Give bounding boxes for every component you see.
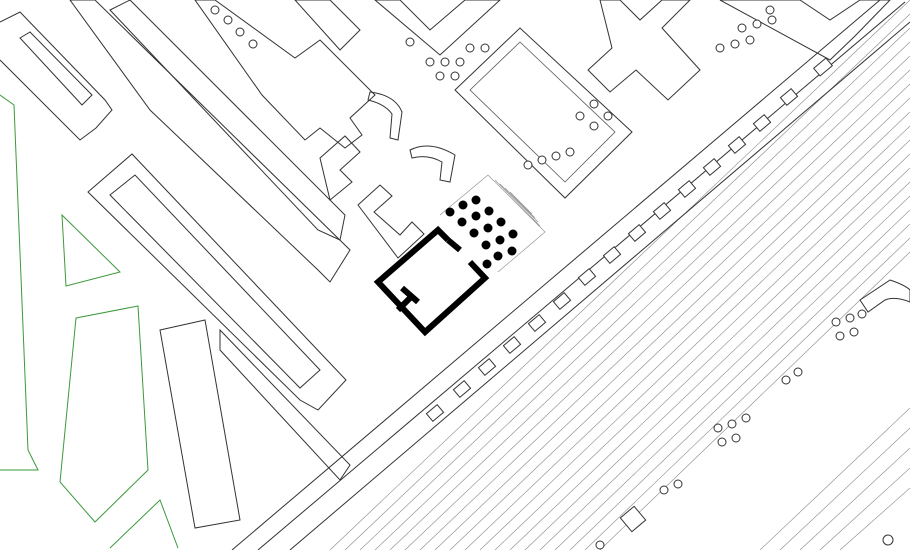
river-bridge-end [859, 279, 910, 313]
green-plot-bottom [109, 499, 179, 549]
temple-plan [373, 225, 490, 337]
colonnade [445, 195, 518, 269]
green-plot-mid [59, 305, 149, 523]
block-upper-complex [194, 0, 376, 149]
block-top-right-a [374, 0, 501, 56]
green-areas [0, 94, 179, 549]
block-grid-inner [109, 174, 321, 389]
river-structures [619, 279, 910, 533]
temple-pronaos [446, 237, 462, 253]
open-columns [210, 5, 894, 550]
block-row-a [69, 0, 351, 283]
block-curve [367, 91, 403, 141]
road-edge-far [289, 21, 910, 550]
block-lower-comb [159, 319, 241, 529]
building-blocks [0, 0, 891, 529]
river-pier [619, 505, 647, 533]
block-l-shape [357, 184, 425, 259]
block-row-b [109, 0, 346, 241]
block-u-shape [319, 135, 361, 201]
temple-inner-wall [400, 285, 420, 305]
green-strip-left [0, 94, 39, 471]
block-arc [409, 145, 456, 183]
road-posts [425, 57, 834, 423]
river-bank-contours [329, 0, 910, 550]
block-comb-outer [0, 11, 113, 141]
temple-inner-wall-2 [395, 295, 413, 313]
block-grid [87, 153, 347, 411]
block-top-right-c [719, 0, 891, 61]
temple-steps [439, 174, 546, 273]
green-triangle [61, 213, 121, 287]
block-comb-inner [19, 31, 93, 106]
block-top-right-b [587, 0, 701, 101]
block-courtyard [294, 0, 361, 51]
block-square-court-inner [469, 41, 616, 183]
road-edge-north [231, 0, 881, 550]
